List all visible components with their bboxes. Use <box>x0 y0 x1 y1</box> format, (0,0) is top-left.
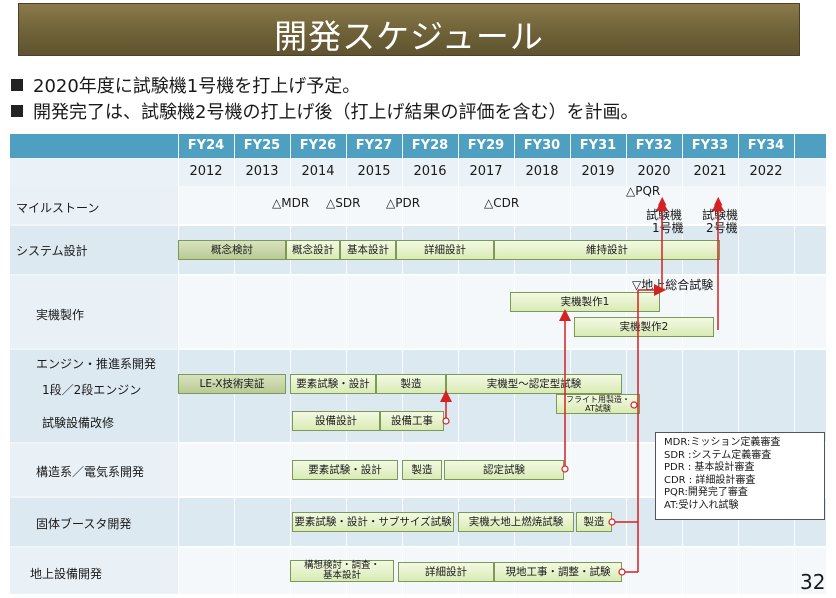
fy-header: FY25 <box>243 138 281 153</box>
row-label-facility: 試験設備改修 <box>42 416 115 430</box>
arrow-dot <box>442 417 450 425</box>
label-column <box>10 186 178 594</box>
bullet-2: 開発完了は、試験機2号機の打上げ後（打上げ結果の評価を含む）を計画。 <box>11 98 638 124</box>
row-label-srb: 固体ブースタ開発 <box>36 517 132 531</box>
milestone-cdr: △CDR <box>484 196 520 210</box>
abbreviation-legend: MDR:ミッション定義審査 SDR :システム定義審査 PDR : 基本設計審査… <box>655 432 825 520</box>
bar-fac-design: 設備設計 <box>292 411 380 431</box>
gridline <box>290 134 291 594</box>
arrow-dot <box>630 401 638 409</box>
calendar-year-header: 2014 <box>301 164 335 179</box>
milestone-pqr: △PQR <box>626 184 661 198</box>
arrow-dot <box>608 518 616 526</box>
gridline <box>738 134 739 594</box>
fy-header: FY29 <box>467 138 505 153</box>
bar-str-mfg: 製造 <box>402 460 442 480</box>
milestone-mdr: △MDR <box>272 196 310 210</box>
milestone-tf2-line2: 2号機 <box>706 221 738 235</box>
bar-fac-work: 設備工事 <box>380 411 444 431</box>
gridline <box>402 134 403 594</box>
fy-header: FY27 <box>355 138 393 153</box>
bar-sys-detail: 詳細設計 <box>396 240 494 260</box>
fy-header: FY28 <box>411 138 449 153</box>
calendar-year-header: 2021 <box>693 164 727 179</box>
bar-vehicle-1: 実機製作1 <box>510 292 660 312</box>
page-number: 32 <box>800 570 826 594</box>
bullet-1: 2020年度に試験機1号機を打上げ予定。 <box>11 72 360 98</box>
row-label-system: システム設計 <box>16 244 88 258</box>
bar-sys-basic: 基本設計 <box>340 240 396 260</box>
gridline <box>178 134 179 594</box>
calendar-year-header: 2019 <box>581 164 615 179</box>
gridline <box>570 134 571 594</box>
fy-header: FY31 <box>579 138 617 153</box>
fy-header-strip <box>10 134 826 158</box>
bar-eng-lex: LE-X技術実証 <box>178 374 286 394</box>
bar-sys-outline: 概念設計 <box>286 240 340 260</box>
fy-header: FY26 <box>299 138 337 153</box>
calendar-year-header: 2020 <box>637 164 671 179</box>
page-title: 開発スケジュール <box>274 17 544 56</box>
row-label-ground: 地上設備開発 <box>30 567 103 581</box>
bar-srb-fire: 実機大地上燃焼試験 <box>458 512 574 532</box>
row-label-engine-sub: 1段／2段エンジン <box>42 383 142 397</box>
bar-eng-qual: 実機型～認定型試験 <box>446 374 622 394</box>
calendar-year-header: 2016 <box>413 164 447 179</box>
row-label-engine: エンジン・推進系開発 <box>36 357 157 371</box>
bar-srb-mfg: 製造 <box>576 512 612 532</box>
fy-header: FY33 <box>691 138 729 153</box>
row-label-vehicle: 実機製作 <box>36 308 85 322</box>
fy-header: FY32 <box>635 138 673 153</box>
bar-eng-mfg: 製造 <box>376 374 446 394</box>
bullet-square-icon <box>11 79 23 91</box>
gridline <box>234 134 235 594</box>
gridline <box>794 134 795 594</box>
title-band: 開発スケジュール <box>18 3 800 56</box>
arrow-dot <box>618 568 626 576</box>
milestone-tf1-line2: 1号機 <box>652 221 684 235</box>
fy-header: FY30 <box>523 138 561 153</box>
calendar-year-header: 2013 <box>245 164 279 179</box>
bar-gnd-work: 現地工事・調整・試験 <box>494 562 622 582</box>
fy-header: FY34 <box>747 138 785 153</box>
bar-str-cert: 認定試験 <box>444 460 564 480</box>
fy-header: FY24 <box>187 138 225 153</box>
bar-eng-flight: フライト用製造・ AT試験 <box>556 394 640 414</box>
arrow-dot <box>561 465 569 473</box>
milestone-sdr: △SDR <box>326 196 361 210</box>
calendar-year-header: 2015 <box>357 164 391 179</box>
bar-sys-concept: 概念検討 <box>178 240 286 260</box>
year-strip <box>10 158 826 186</box>
bar-eng-elem: 要素試験・設計 <box>290 374 376 394</box>
bar-gnd-study: 構想検討・調査・ 基本設計 <box>290 560 394 582</box>
gridline <box>346 134 347 594</box>
bar-gnd-detail: 詳細設計 <box>398 562 494 582</box>
gridline <box>626 134 627 594</box>
gridline <box>458 134 459 594</box>
calendar-year-header: 2022 <box>749 164 783 179</box>
bullet-square-icon <box>11 105 23 117</box>
calendar-year-header: 2017 <box>469 164 503 179</box>
calendar-year-header: 2012 <box>189 164 223 179</box>
milestone-tf2-line1: 試験機 <box>702 208 739 222</box>
row-band <box>10 186 826 224</box>
milestone-tf1-line1: 試験機 <box>646 208 683 222</box>
bar-srb-elem: 要素試験・設計・サブサイズ試験 <box>292 512 454 532</box>
milestone-pdr: △PDR <box>386 196 421 210</box>
row-label-milestone: マイルストーン <box>16 201 100 215</box>
gridline <box>514 134 515 594</box>
bar-vehicle-2: 実機製作2 <box>574 317 714 337</box>
calendar-year-header: 2018 <box>525 164 559 179</box>
milestone-ground-test: ▽地上総合試験 <box>632 278 714 292</box>
gridline <box>682 134 683 594</box>
bar-sys-maint: 維持設計 <box>494 240 720 260</box>
row-label-structure: 構造系／電気系開発 <box>36 465 145 479</box>
bar-str-elem: 要素試験・設計 <box>292 460 398 480</box>
